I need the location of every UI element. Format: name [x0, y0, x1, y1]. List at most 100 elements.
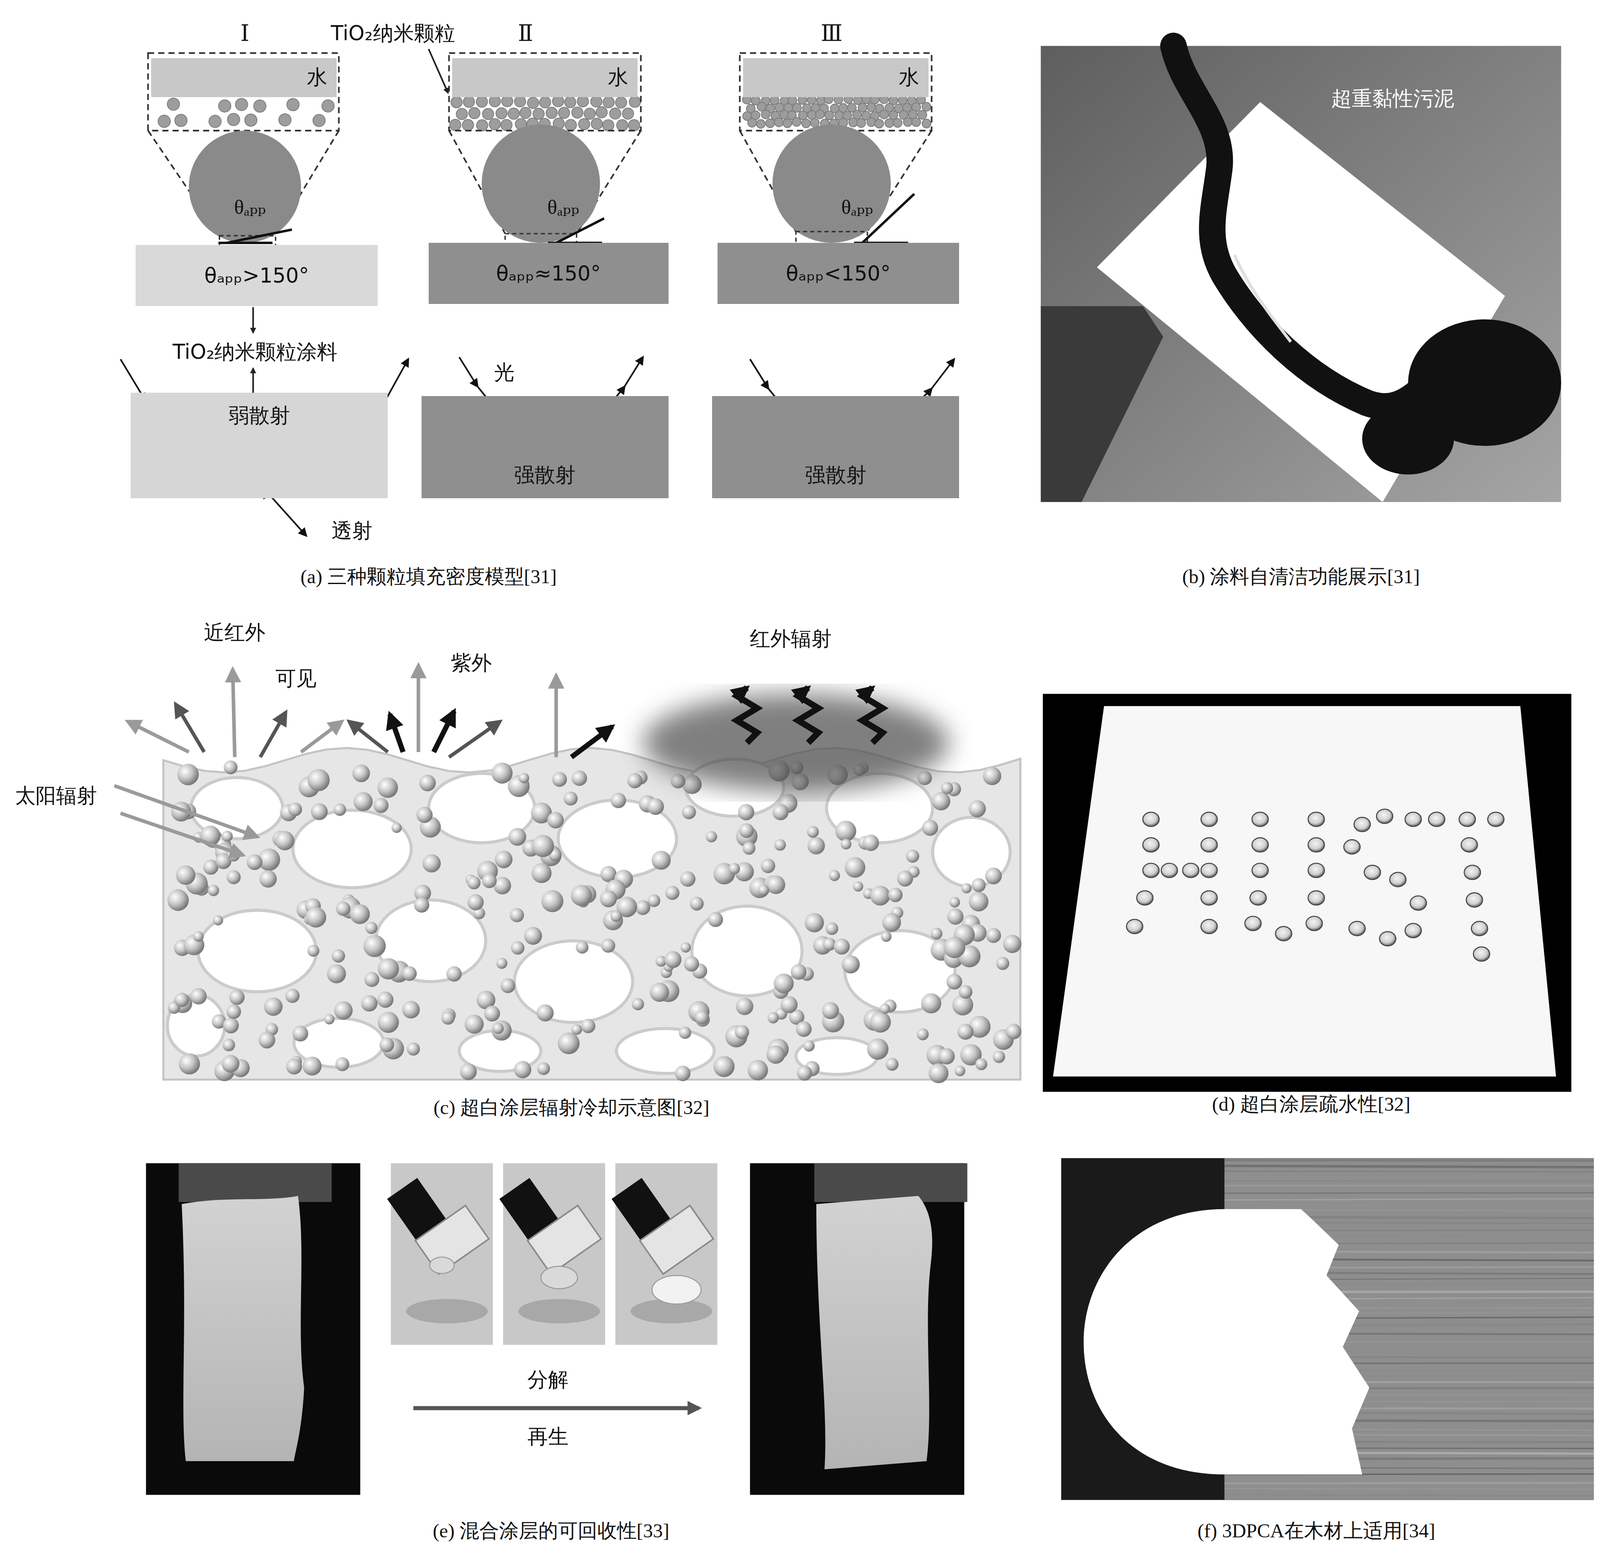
infrared-wave — [862, 687, 883, 744]
microsphere — [500, 978, 516, 993]
panel-caption: (e) 混合涂层的可回收性[33] — [432, 1519, 670, 1542]
nanoparticle — [321, 99, 335, 112]
microsphere — [576, 941, 589, 954]
microsphere — [635, 900, 651, 916]
microsphere — [226, 1004, 242, 1019]
microsphere — [949, 896, 960, 908]
microsphere — [285, 988, 300, 1003]
dish — [406, 1299, 488, 1324]
microsphere — [221, 1054, 240, 1073]
microsphere — [684, 956, 700, 972]
microsphere — [190, 987, 207, 1005]
microsphere — [961, 882, 972, 893]
microsphere — [905, 849, 919, 863]
microsphere — [193, 931, 204, 942]
nanoparticle — [903, 117, 913, 127]
nanoparticle — [564, 96, 577, 109]
water-droplet — [1142, 812, 1160, 827]
coating-strip — [181, 1195, 304, 1462]
microsphere — [954, 1065, 965, 1076]
microsphere — [334, 1000, 353, 1020]
water-layer: 水 — [743, 58, 929, 98]
wood-grain — [1224, 1171, 1594, 1173]
water-droplet — [1389, 872, 1407, 887]
microsphere — [246, 854, 263, 870]
microsphere — [665, 885, 680, 901]
microsphere — [922, 819, 939, 836]
nanoparticle — [583, 108, 596, 120]
microsphere — [492, 1022, 505, 1035]
microsphere — [229, 989, 245, 1006]
nanoparticle — [602, 119, 615, 132]
microsphere — [610, 910, 622, 922]
microsphere — [835, 820, 857, 842]
nanoparticle — [616, 119, 628, 132]
microsphere — [307, 769, 330, 792]
microsphere — [1003, 934, 1022, 954]
microsphere — [552, 771, 568, 788]
nanoparticle — [591, 118, 603, 130]
microsphere — [705, 830, 718, 843]
symbol-label: θₐₚₚ — [547, 195, 579, 219]
water-droplet — [1201, 863, 1218, 878]
microsphere — [928, 1063, 949, 1084]
porous-coating — [163, 747, 1021, 1080]
microsphere — [694, 1010, 709, 1024]
nanoparticle — [922, 119, 932, 129]
water-droplet — [1275, 926, 1292, 941]
coating-strip — [816, 1195, 933, 1469]
microsphere — [679, 1026, 692, 1039]
water-droplet — [1252, 863, 1269, 878]
microsphere — [797, 1065, 813, 1081]
vial — [415, 1205, 489, 1274]
water-droplet — [1428, 812, 1445, 827]
solar-radiation — [120, 812, 243, 855]
microsphere — [946, 973, 963, 990]
microsphere — [631, 998, 644, 1011]
photo-label: 超重黏性污泥 — [1331, 87, 1455, 111]
microsphere — [825, 922, 839, 935]
microsphere — [968, 800, 986, 818]
microsphere — [844, 856, 866, 878]
reflected-radiation — [232, 669, 235, 758]
microsphere — [920, 993, 942, 1014]
microsphere — [484, 1005, 501, 1022]
microsphere — [581, 1018, 596, 1033]
nanoparticle — [253, 100, 266, 113]
transmitted-light — [270, 495, 307, 536]
microsphere — [558, 1032, 580, 1055]
pore — [932, 817, 1011, 887]
microsphere — [167, 889, 189, 911]
microsphere — [441, 1010, 455, 1025]
microsphere — [713, 1055, 735, 1077]
wood-grain — [1224, 1488, 1594, 1490]
nanoparticle — [519, 107, 532, 119]
annotation-label: 光 — [493, 360, 515, 385]
water-droplet — [1461, 837, 1478, 852]
nanoparticle — [765, 118, 775, 128]
microsphere — [482, 873, 497, 888]
wood-grain — [1224, 1494, 1594, 1496]
nanoparticle — [801, 118, 811, 128]
microsphere — [422, 854, 441, 873]
nanoparticle — [603, 96, 615, 109]
white-panel — [1096, 102, 1505, 502]
microsphere — [363, 934, 386, 957]
leader-arrow — [252, 307, 255, 333]
nanoparticle — [893, 118, 903, 128]
water-droplet — [1308, 837, 1325, 852]
microsphere — [402, 1000, 420, 1019]
microsphere — [494, 850, 513, 869]
leader-arrow — [428, 48, 448, 93]
microsphere — [728, 862, 741, 875]
nanoparticle — [174, 114, 188, 127]
roman-numeral: Ⅱ — [517, 20, 534, 47]
microsphere — [531, 834, 554, 857]
pore — [375, 900, 486, 982]
nanoparticle — [482, 108, 494, 120]
nanoparticle — [571, 106, 584, 119]
nanoparticle — [622, 108, 634, 120]
nanoparticle — [774, 118, 784, 127]
nanoparticle — [463, 96, 475, 108]
